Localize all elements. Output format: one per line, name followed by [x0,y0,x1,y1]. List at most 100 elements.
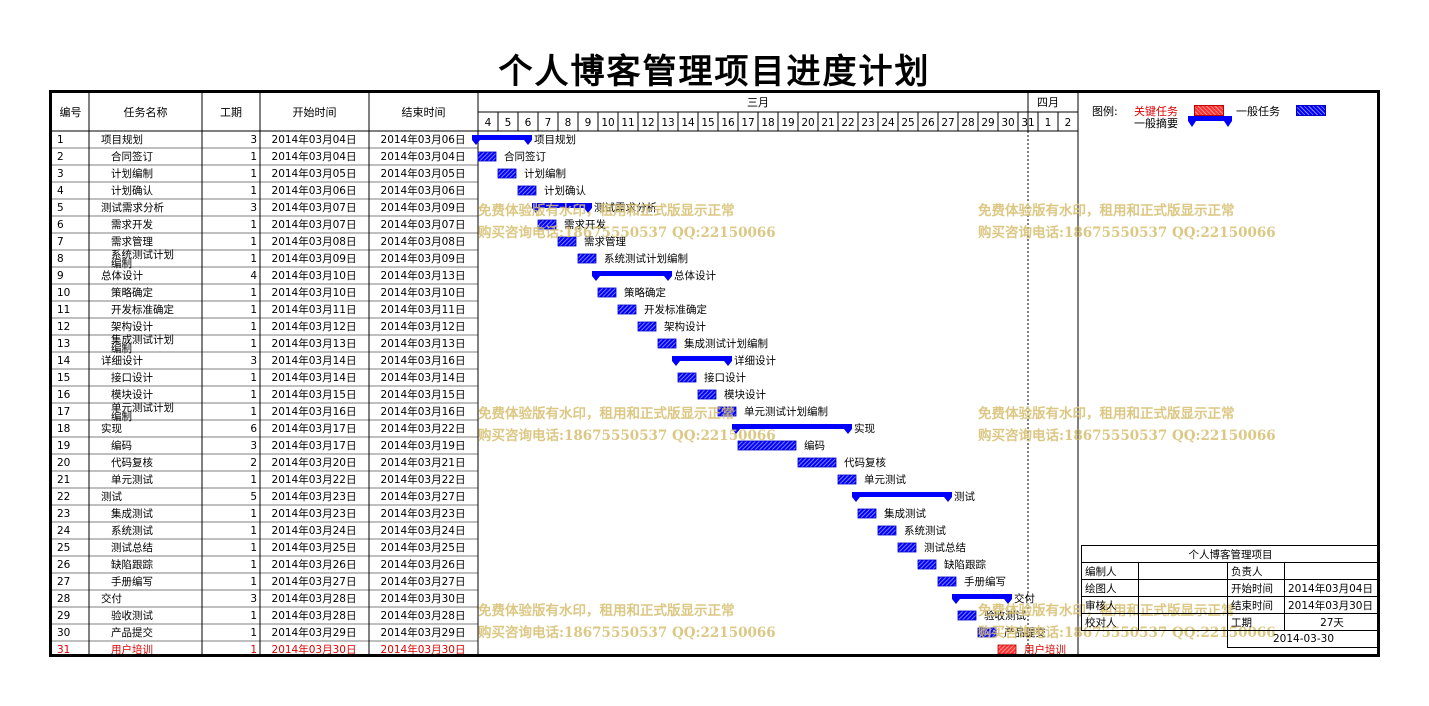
gantt-task-bar [857,508,877,519]
task-name: 计划确认 [111,184,153,197]
task-start: 2014年03月09日 [272,252,357,265]
gantt-summary-bar [952,594,1012,599]
task-end: 2014年03月23日 [381,507,466,520]
gantt-bar-label: 系统测试计划编制 [604,252,688,265]
gantt-task-bar [977,627,997,638]
task-id: 30 [57,627,70,639]
column-header-start: 开始时间 [293,105,337,119]
gantt-summary-bar [472,135,532,140]
legend: 图例: 关键任务 一般任务 一般摘要 [1092,100,1372,134]
task-name: 计划编制 [111,167,153,180]
gantt-bar-label: 需求管理 [584,235,626,248]
day-label: 16 [721,117,735,129]
task-start: 2014年03月30日 [272,643,357,654]
gantt-task-bar [737,440,797,451]
task-id: 1 [57,134,64,146]
task-id: 4 [57,185,64,197]
gantt-bar-label: 缺陷跟踪 [944,558,986,571]
gantt-summary-cap [944,497,952,502]
info-value [1138,579,1228,597]
gantt-bar-label: 需求开发 [564,218,606,231]
task-id: 27 [57,576,70,588]
gantt-bar-label: 单元测试计划编制 [744,405,828,418]
task-start: 2014年03月23日 [272,507,357,520]
task-end: 2014年03月19日 [381,439,466,452]
day-label: 4 [485,117,492,129]
gantt-bar-label: 计划编制 [524,167,566,180]
task-id: 8 [57,253,64,265]
legend-critical-label: 关键任务 [1134,105,1178,118]
task-start: 2014年03月23日 [272,490,357,503]
task-name: 系统测试 [111,524,153,537]
task-duration: 1 [250,610,257,622]
task-id: 21 [57,474,70,486]
task-start: 2014年03月08日 [272,235,357,248]
gantt-summary-cap [672,361,680,366]
gantt-summary-bar [732,424,852,429]
task-id: 15 [57,372,70,384]
task-start: 2014年03月05日 [272,167,357,180]
task-id: 2 [57,151,64,163]
gantt-summary-cap [472,140,480,145]
task-end: 2014年03月09日 [381,252,466,265]
task-end: 2014年03月09日 [381,201,466,214]
gantt-bar-label: 交付 [1014,592,1035,605]
task-id: 28 [57,593,70,605]
gantt-task-bar [597,287,617,298]
task-duration: 1 [250,508,257,520]
day-label: 21 [821,117,834,129]
task-id: 7 [57,236,64,248]
task-start: 2014年03月10日 [272,286,357,299]
info-label: 校对人 [1081,613,1139,631]
task-start: 2014年03月12日 [272,320,357,333]
task-duration: 1 [250,321,257,333]
task-end: 2014年03月30日 [381,643,466,654]
gantt-summary-bar [592,271,672,276]
gantt-bar-label: 集成测试计划编制 [684,337,768,350]
task-start: 2014年03月10日 [272,269,357,282]
gantt-task-bar [917,559,937,570]
task-name: 需求管理 [111,235,153,248]
task-name: 测试总结 [111,541,153,554]
task-end: 2014年03月06日 [381,133,466,146]
info-value: 27天 [1284,613,1380,631]
task-start: 2014年03月26日 [272,558,357,571]
task-duration: 1 [250,287,257,299]
info-label: 绘图人 [1081,579,1139,597]
task-name: 实现 [101,422,122,435]
gantt-summary-cap [952,599,960,604]
task-name: 集成测试 [111,507,153,520]
task-name: 系统测试计划 [111,248,174,261]
gantt-summary-cap [724,361,732,366]
task-start: 2014年03月11日 [272,303,357,316]
task-duration: 1 [250,219,257,231]
day-label: 17 [741,117,754,129]
gantt-task-bar [577,253,597,264]
task-duration: 1 [250,406,257,418]
gantt-bar-label: 实现 [854,422,875,435]
task-start: 2014年03月14日 [272,371,357,384]
task-duration: 1 [250,372,257,384]
task-start: 2014年03月07日 [272,201,357,214]
task-id: 23 [57,508,70,520]
day-label: 31 [1021,117,1034,129]
task-duration: 3 [250,202,257,214]
legend-normal-label: 一般任务 [1236,105,1280,118]
task-end: 2014年03月22日 [381,473,466,486]
gantt-bar-label: 单元测试 [864,473,906,486]
gantt-bar-label: 编码 [804,439,825,452]
task-duration: 6 [250,423,257,435]
task-duration: 5 [250,491,257,503]
task-name: 接口设计 [111,371,153,384]
day-label: 18 [761,117,774,129]
task-end: 2014年03月11日 [381,303,466,316]
task-start: 2014年03月17日 [272,439,357,452]
task-id: 3 [57,168,64,180]
gantt-bar-label: 模块设计 [724,388,766,401]
column-header-name: 任务名称 [124,105,168,119]
task-id: 25 [57,542,70,554]
legend-label: 图例: [1092,105,1118,118]
legend-summary-swatch [1188,116,1232,127]
day-label: 12 [641,117,654,129]
